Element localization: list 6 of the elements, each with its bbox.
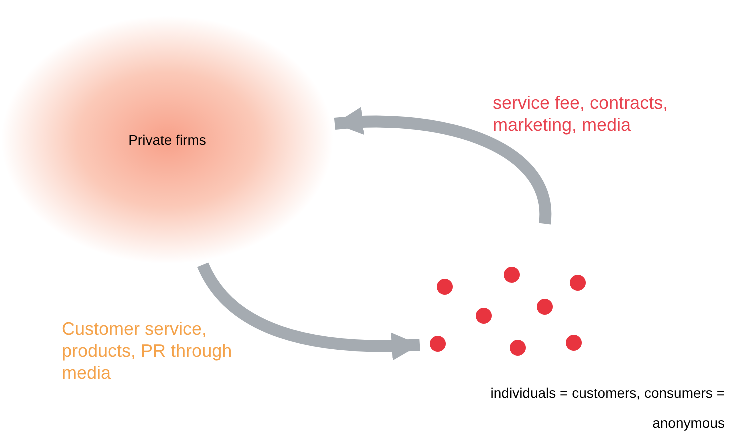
curved-arrow — [334, 108, 552, 224]
caption-text: individuals = customers, consumers = anonymous — [490, 384, 725, 433]
edge-label: service fee, contracts, marketing, media — [493, 92, 670, 136]
node-label: Private firms — [128, 130, 206, 150]
curved-arrow — [198, 262, 420, 360]
edge-label: Customer service, products, PR through media — [62, 318, 234, 384]
